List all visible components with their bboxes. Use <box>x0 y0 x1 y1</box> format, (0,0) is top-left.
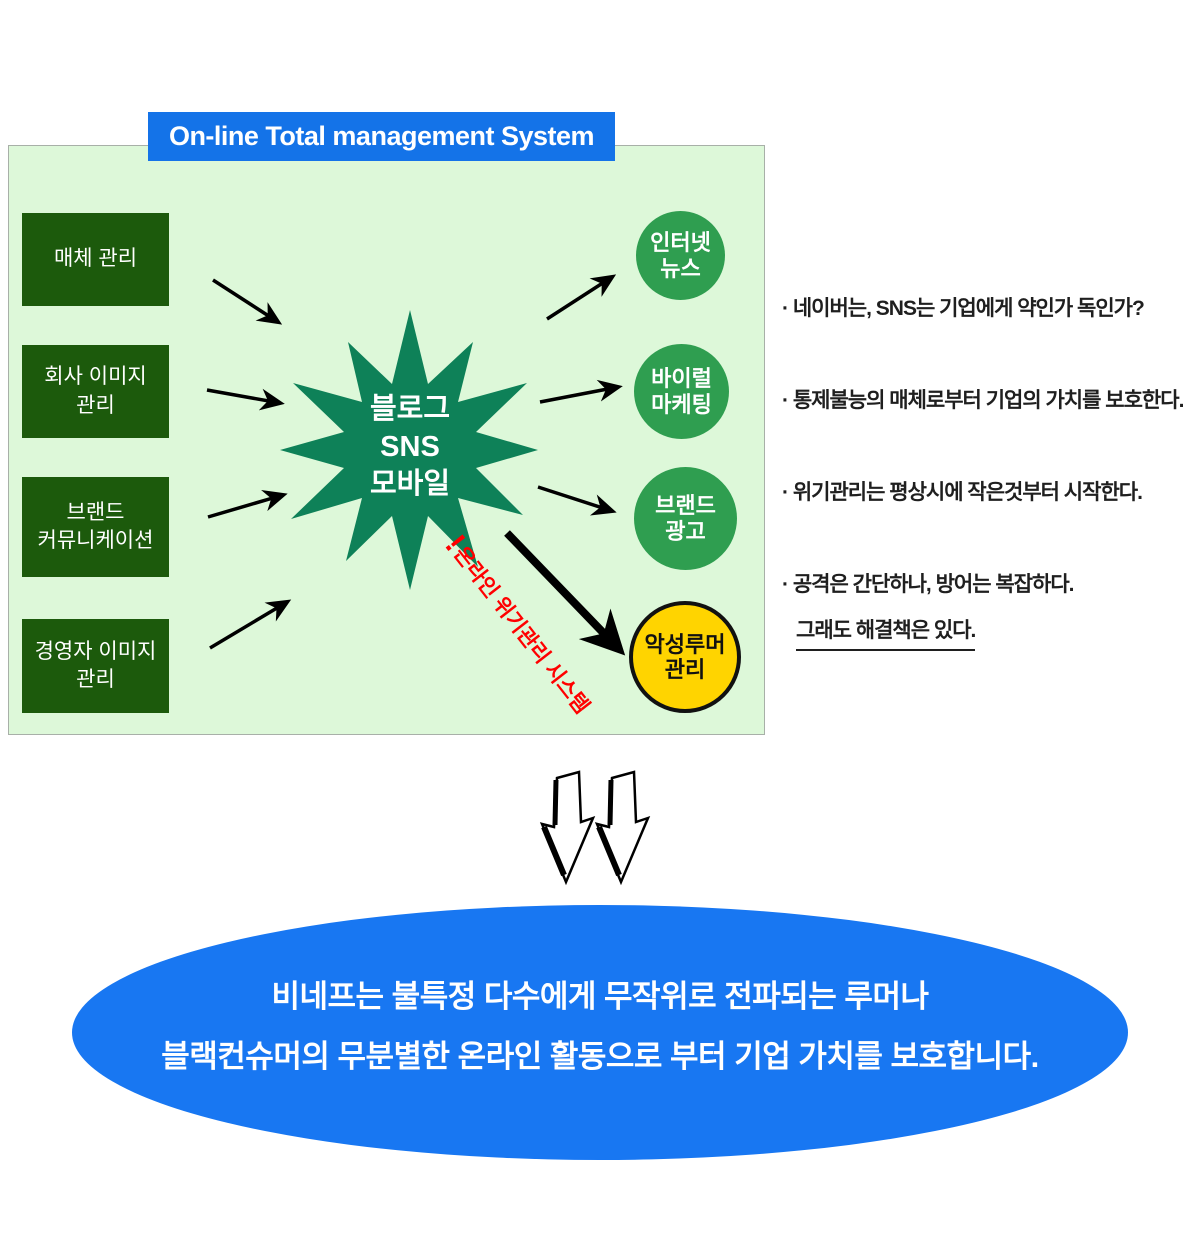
crisis-arrow <box>504 530 626 656</box>
note-crisis-management: · 위기관리는 평상시에 작은것부터 시작한다. <box>782 481 1143 504</box>
output-circle-brand-ad: 브랜드 광고 <box>634 467 737 570</box>
note-attack-defense: · 공격은 간단하나, 방어는 복잡하다. <box>782 573 1074 596</box>
output-circle-rumor-management: 악성루머 관리 <box>629 601 741 713</box>
conclusion-line-2: 블랙컨슈머의 무분별한 온라인 활동으로 부터 기업 가치를 보호합니다. <box>161 1039 1039 1074</box>
conclusion-ellipse: 비네프는 불특정 다수에게 무작위로 전파되는 루머나 블랙컨슈머의 무분별한 … <box>72 905 1128 1160</box>
input-box-ceo-image: 경영자 이미지 관리 <box>22 619 169 713</box>
note-naver-sns: · 네이버는, SNS는 기업에게 약인가 독인가? <box>782 297 1145 320</box>
input-box-media: 매체 관리 <box>22 213 169 306</box>
flow-arrows <box>206 274 626 656</box>
input-box-company-image: 회사 이미지 관리 <box>22 345 169 438</box>
output-circle-internet-news: 인터넷 뉴스 <box>636 211 725 300</box>
starburst-shape <box>280 310 538 590</box>
output-arrows <box>537 274 623 516</box>
core-channels-label: 블로그 SNS 모바일 <box>369 392 451 501</box>
note-solution-underlined: 그래도 해결책은 있다. <box>796 614 976 651</box>
conclusion-line-1: 비네프는 불특정 다수에게 무작위로 전파되는 루머나 <box>271 979 929 1014</box>
note-uncontrollable-media: · 통제불능의 매체로부터 기업의 가치를 보호한다. <box>782 389 1184 412</box>
input-box-brand-communication: 브랜드 커뮤니케이션 <box>22 477 169 577</box>
output-circle-viral-marketing: 바이럴 마케팅 <box>634 344 729 439</box>
down-arrows-icon <box>539 770 675 886</box>
header-title: On-line Total management System <box>148 112 615 161</box>
input-arrows <box>206 278 292 650</box>
